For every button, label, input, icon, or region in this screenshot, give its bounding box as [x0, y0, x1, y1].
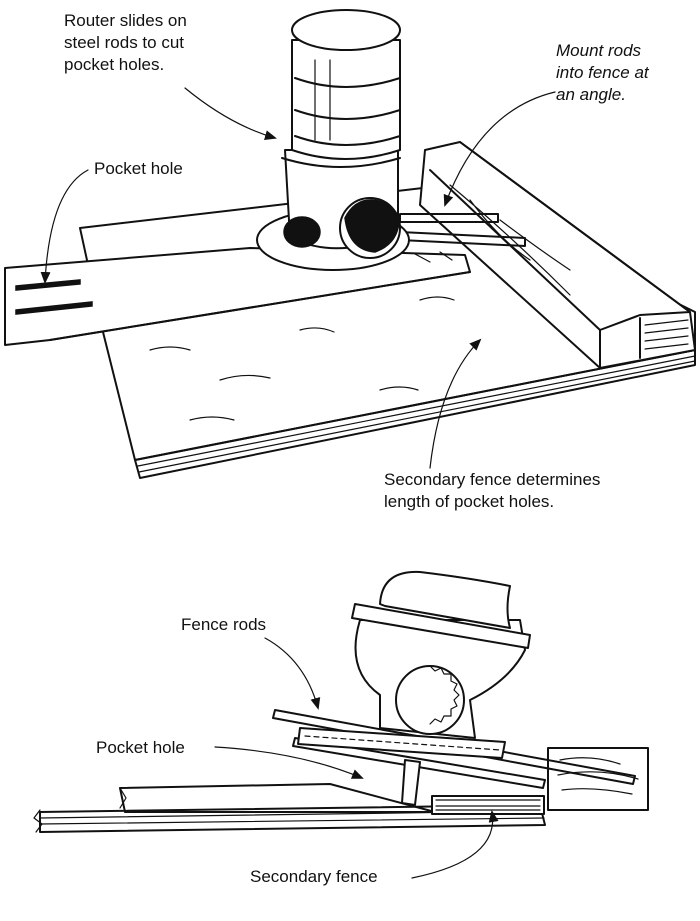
router-label: Router slides on steel rods to cut pocke… [64, 11, 187, 74]
fence-rods-side [272, 709, 636, 789]
workpiece-board [4, 247, 471, 346]
router-side [351, 570, 531, 739]
secondary-fence-block [431, 795, 545, 815]
secondary-fence-label-bottom: Secondary fence [250, 867, 378, 886]
router-bit [401, 759, 421, 806]
fence-rods-arrow [264, 637, 321, 710]
top-illustration [4, 9, 696, 479]
main-fence [419, 141, 696, 369]
bottom-illustration [33, 570, 649, 879]
router-arrow [184, 87, 277, 141]
main-fence-block-side [547, 747, 649, 811]
router-base-side [297, 727, 506, 759]
pocket-hole-label-bottom: Pocket hole [96, 738, 185, 757]
router [256, 9, 410, 271]
secondary-fence-arrow-bottom [411, 810, 499, 879]
pocket-hole-arrow-bottom [214, 746, 364, 779]
pocket-hole-arrow-top [40, 169, 89, 284]
secondary-fence-arrow-top [429, 338, 482, 469]
mount-rods-arrow [443, 91, 556, 207]
fence-rods-label: Fence rods [181, 615, 267, 634]
mount-rods-label: Mount rods into fence at an angle. [556, 41, 649, 104]
pocket-hole-label-top: Pocket hole [94, 159, 183, 178]
secondary-fence-label-top: Secondary fence determines length of poc… [384, 470, 601, 511]
